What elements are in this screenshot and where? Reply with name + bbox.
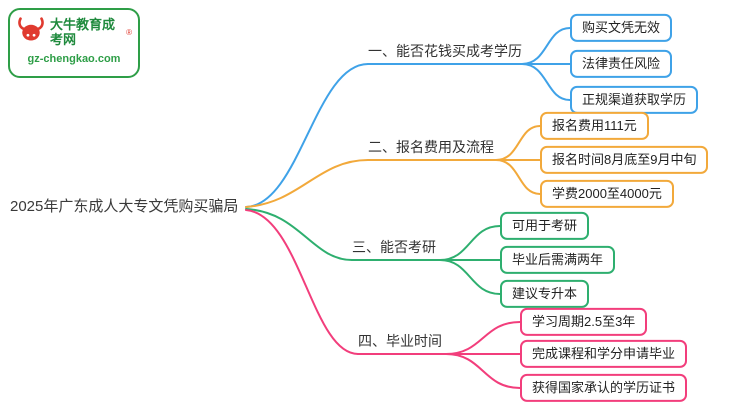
bull-icon	[16, 16, 46, 49]
leaf-node: 可用于考研	[500, 211, 590, 241]
branch-1-leaf-3-connector	[521, 63, 571, 101]
root-node: 2025年广东成人大专文凭购买骗局	[10, 198, 239, 215]
leaf-node: 报名时间8月底至9月中旬	[540, 145, 709, 175]
registered-mark: ®	[126, 28, 132, 37]
logo-title: 大牛教育成考网	[50, 17, 116, 47]
branch-4-leaf-3-connector	[445, 353, 521, 389]
branch-3-leaf-3-connector	[439, 259, 501, 295]
branch-node-2: 二、报名费用及流程	[368, 139, 494, 155]
logo-url: gz-chengkao.com	[27, 53, 121, 65]
root-branch-1-connector	[245, 63, 369, 208]
branch-node-1: 一、能否花钱买成考学历	[368, 43, 522, 59]
branch-4-leaf-1-connector	[445, 321, 521, 355]
branch-2-leaf-3-connector	[495, 159, 541, 195]
leaf-node: 完成课程和学分申请毕业	[520, 339, 688, 369]
leaf-node: 学费2000至4000元	[540, 179, 674, 209]
root-branch-2-connector	[245, 159, 369, 208]
branch-3-leaf-1-connector	[439, 225, 501, 261]
branch-node-3: 三、能否考研	[352, 239, 436, 255]
leaf-node: 建议专升本	[500, 279, 590, 309]
leaf-node: 正规渠道获取学历	[570, 85, 699, 115]
leaf-node: 购买文凭无效	[570, 13, 673, 43]
leaf-node: 报名费用111元	[540, 111, 649, 141]
branch-1-leaf-1-connector	[521, 27, 571, 65]
root-branch-4-connector	[245, 209, 359, 355]
leaf-node: 获得国家承认的学历证书	[520, 373, 688, 403]
leaf-node: 学习周期2.5至3年	[520, 307, 648, 337]
branch-2-leaf-1-connector	[495, 125, 541, 161]
leaf-node: 毕业后需满两年	[500, 245, 616, 275]
branch-node-4: 四、毕业时间	[358, 333, 442, 349]
root-branch-3-connector	[245, 208, 353, 261]
leaf-node: 法律责任风险	[570, 49, 673, 79]
site-logo[interactable]: 大牛教育成考网 ® gz-chengkao.com	[8, 8, 140, 78]
